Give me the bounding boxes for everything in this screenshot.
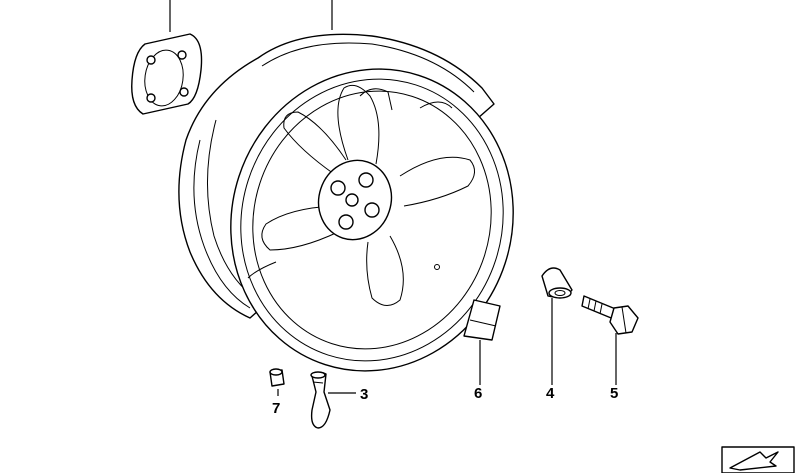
balance-weight-part[interactable] <box>463 299 501 341</box>
valve-cap-part[interactable] <box>269 368 285 387</box>
catalog-arrow-icon <box>721 446 795 473</box>
callout-6: 6 <box>474 385 482 402</box>
callout-4: 4 <box>546 385 555 402</box>
callout-5: 5 <box>610 385 618 402</box>
hub-plate[interactable] <box>131 33 203 115</box>
conical-sleeve-part[interactable] <box>541 267 573 299</box>
valve-stem-part[interactable] <box>310 371 331 429</box>
wheel-rim[interactable] <box>178 32 552 408</box>
callout-7: 7 <box>272 400 280 417</box>
callout-3: 3 <box>360 386 368 403</box>
wheel-bolt-part[interactable] <box>581 295 639 335</box>
